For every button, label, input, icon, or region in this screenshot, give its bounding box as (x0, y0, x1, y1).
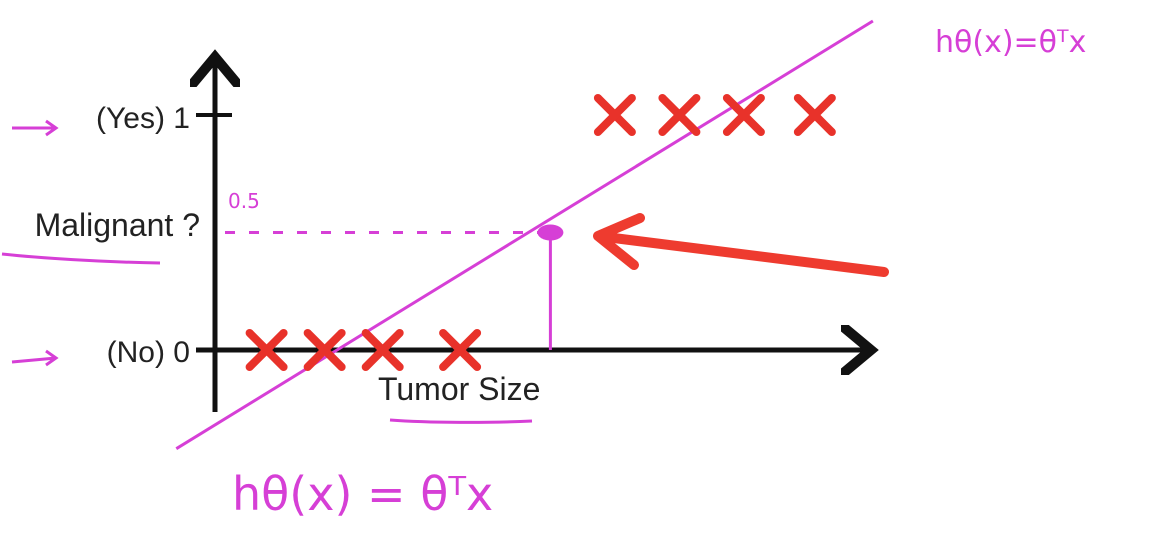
data-point-1 (303, 329, 346, 371)
data-point-6-stroke-b (722, 94, 765, 136)
axes (196, 62, 866, 412)
data-points (245, 94, 836, 371)
data-point-2 (361, 329, 404, 371)
data-point-0 (245, 329, 288, 371)
xlabel-underline (389, 418, 533, 424)
hypothesis-label-large: hθ(x) = θᵀx (232, 467, 493, 521)
no-arrow (11, 349, 59, 367)
ylabel-underline (1, 252, 161, 265)
data-point-4 (593, 94, 636, 136)
threshold-label: 0.5 (228, 189, 260, 213)
x-axis-title: Tumor Size (378, 371, 540, 407)
data-point-3 (439, 329, 482, 371)
hypothesis-label-small: hθ(x)=θᵀx (935, 25, 1086, 60)
data-point-2-stroke-b (361, 329, 404, 371)
fit-line (175, 19, 874, 450)
data-point-3-stroke-b (439, 329, 482, 371)
data-point-5 (658, 94, 701, 136)
y-tick-label-yes: (Yes) 1 (96, 102, 190, 135)
data-point-5-stroke-b (658, 94, 701, 136)
data-point-6 (722, 94, 765, 136)
y-axis-title: Malignant ? (35, 207, 200, 243)
y-tick-label-no: (No) 0 (107, 336, 190, 369)
pointer-arrow (593, 213, 889, 277)
data-point-7 (793, 94, 836, 136)
threshold-point (537, 224, 564, 241)
data-point-4-stroke-b (593, 94, 636, 136)
data-point-0-stroke-b (245, 329, 288, 371)
data-point-1-stroke-b (303, 329, 346, 371)
data-point-7-stroke-b (793, 94, 836, 136)
annotations (1, 19, 889, 450)
yes-arrow (12, 119, 59, 137)
